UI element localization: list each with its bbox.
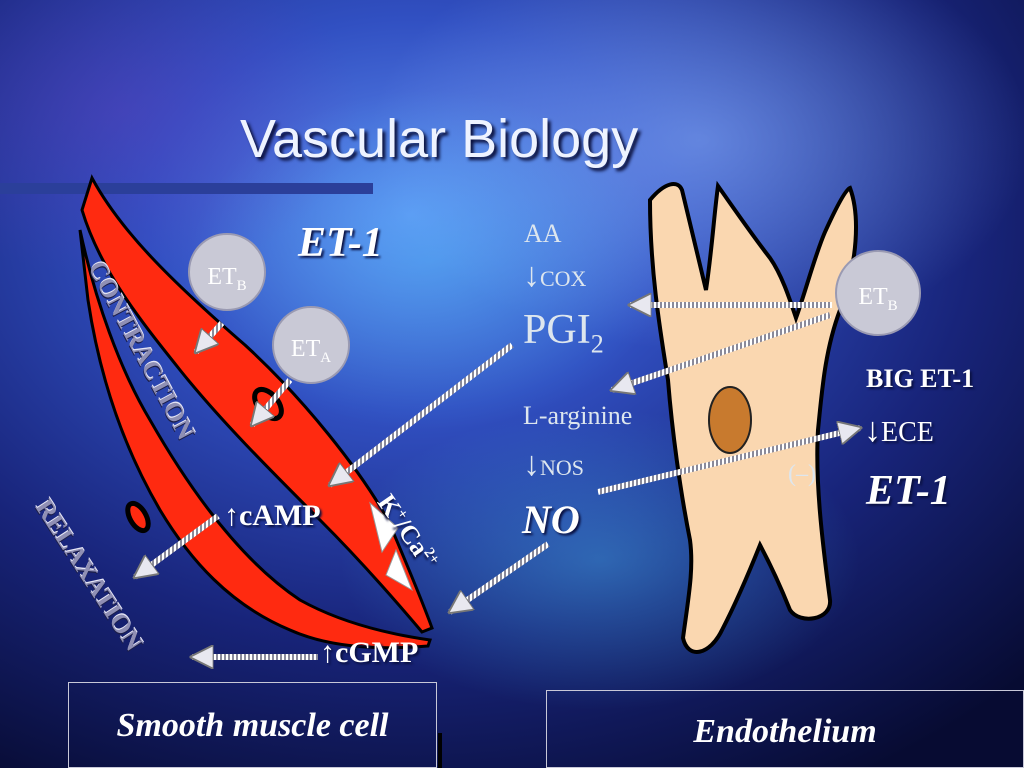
arrow-no-to-cgmp xyxy=(450,541,550,612)
cox-label: ↓COX xyxy=(523,257,587,294)
et1-right-label: ET-1 xyxy=(866,468,951,514)
aa-label: AA xyxy=(524,219,562,248)
arrow-no-to-ece xyxy=(597,428,860,495)
no-label: NO xyxy=(522,497,580,542)
pgi2-label: PGI2 xyxy=(523,307,604,359)
cgmp-label: ↑cGMP xyxy=(320,636,419,669)
camp-label: ↑cAMP xyxy=(224,499,321,532)
endothelium-caption: Endothelium xyxy=(693,713,877,750)
etb-left-label: ETB xyxy=(207,264,247,294)
nos-label: ↓NOS xyxy=(523,446,585,483)
arrow-etb-to-larginine xyxy=(612,312,831,390)
title-underline-bar xyxy=(0,183,373,194)
endothelial-nucleus xyxy=(708,386,752,454)
endothelium-box: Endothelium xyxy=(546,690,1024,768)
smooth-muscle-cell-caption: Smooth muscle cell xyxy=(116,707,389,744)
box-divider xyxy=(438,733,442,768)
arrow-etb-to-muscle xyxy=(196,320,225,352)
arrow-camp-to-relaxation xyxy=(135,513,220,577)
smooth-muscle-cell-lower xyxy=(78,229,432,650)
smooth-muscle-cell-box: Smooth muscle cell xyxy=(68,682,437,768)
receptor-etb-left xyxy=(188,233,266,311)
slide-title: Vascular Biology xyxy=(240,109,639,169)
receptor-etb-right xyxy=(835,250,921,336)
channel-triangle-upper xyxy=(369,501,399,554)
receptor-eta xyxy=(272,306,350,384)
et1-left-label: ET-1 xyxy=(298,220,383,266)
big-et1-label: BIG ET-1 xyxy=(866,364,975,393)
ece-label: ↓ECE xyxy=(864,412,934,449)
larginine-label: L-arginine xyxy=(523,401,633,430)
muscle-nucleus-lower xyxy=(125,500,151,534)
inhibition-label: (–) xyxy=(788,461,816,487)
arrow-eta-to-muscle xyxy=(252,378,293,425)
endothelial-cell xyxy=(647,180,858,654)
arrow-pgi2-to-camp xyxy=(330,342,514,485)
eta-label: ETA xyxy=(290,336,332,366)
etb-right-label: ETB xyxy=(858,284,898,314)
channel-triangle-lower xyxy=(385,548,414,592)
